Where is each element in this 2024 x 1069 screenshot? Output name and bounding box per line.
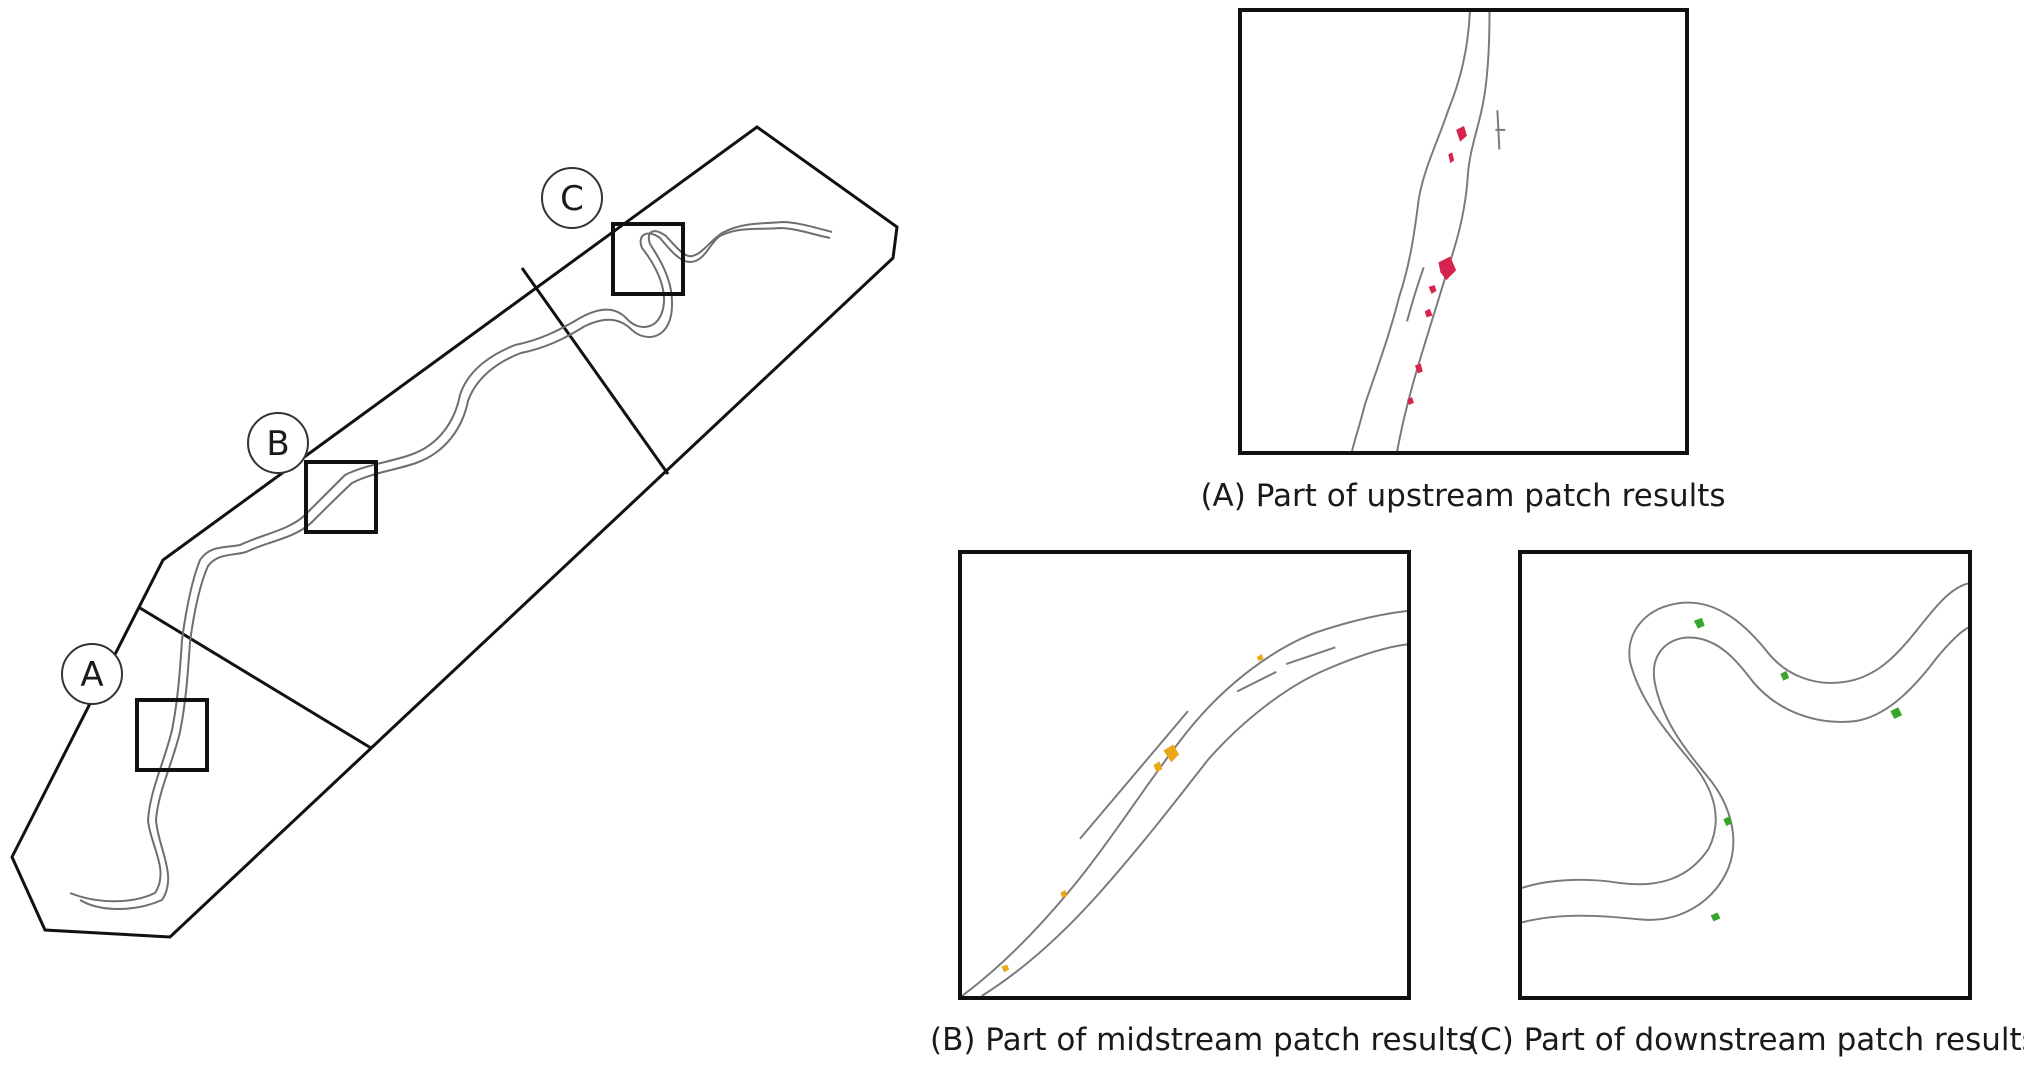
river-channel [69,220,833,910]
marker-a: A [61,643,123,705]
caption-downstream: (C) Part of downstream patch results [1468,1022,2024,1058]
downstream-patch-map [1522,582,1968,924]
basin-outline [10,125,899,939]
panel-downstream [1518,550,1972,1000]
marker-c: C [541,167,603,229]
midstream-patches [1001,654,1264,973]
panel-upstream [1238,8,1689,455]
caption-midstream: (B) Part of midstream patch results [930,1022,1475,1058]
zoom-box-a [135,698,209,772]
marker-b: B [247,412,309,474]
section-divider-lower [139,606,372,750]
marker-a-label: A [80,655,103,695]
upstream-patches [1407,125,1467,405]
zoom-box-b [304,460,378,534]
midstream-patch-map [962,609,1407,996]
panel-midstream [958,550,1411,1000]
section-divider-upper [520,267,670,475]
river-overview-map: A B C [10,125,899,939]
marker-c-label: C [560,179,584,219]
downstream-patches [1693,617,1903,922]
marker-b-label: B [266,424,289,464]
caption-upstream: (A) Part of upstream patch results [1200,478,1726,514]
upstream-patch-map [1351,12,1506,451]
zoom-box-c [611,222,685,296]
